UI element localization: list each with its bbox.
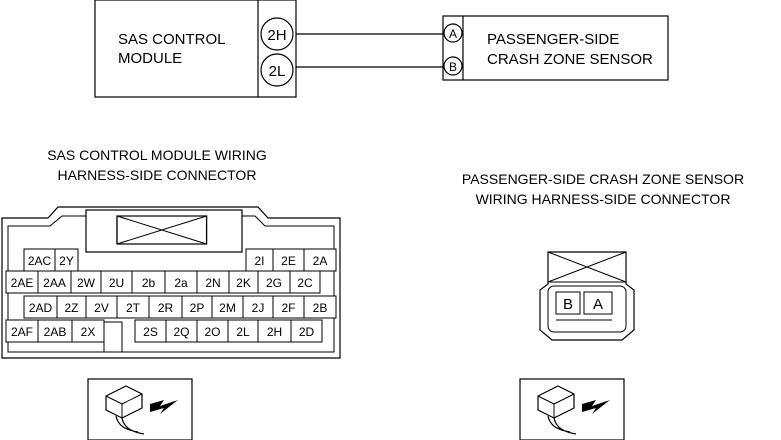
sas-connector-caption-2: HARNESS-SIDE CONNECTOR (58, 167, 257, 183)
connector-view-icon (519, 378, 625, 440)
sas-pin: 2AA (43, 276, 66, 290)
sas-row-1: 2AC 2Y 2I 2E 2A (23, 248, 337, 272)
sas-row-4: 2AF 2AB 2X 2S 2Q 2O 2L 2H 2D (5, 319, 323, 343)
sas-pin: 2R (158, 301, 174, 315)
sensor-connector-caption-2: WIRING HARNESS-SIDE CONNECTOR (476, 191, 731, 207)
sensor-connector-caption-1: PASSENGER-SIDE CRASH ZONE SENSOR (462, 171, 744, 187)
sas-pin: 2X (81, 325, 96, 339)
sas-pin: 2AD (29, 301, 53, 315)
sas-connector-caption-1: SAS CONTROL MODULE WIRING (47, 147, 267, 163)
sas-connector: 2AC 2Y 2I 2E 2A 2AE 2AA 2W 2U 2b 2a 2N (1, 206, 341, 359)
sas-pin: 2M (219, 301, 236, 315)
sas-pin: 2I (254, 254, 264, 268)
sas-pin: 2C (297, 276, 313, 290)
sas-pin: 2Z (64, 301, 78, 315)
sensor-connector: B A (539, 251, 635, 341)
crash-zone-sensor: A B PASSENGER-SIDE CRASH ZONE SENSOR (442, 15, 669, 81)
connector-view-icon (87, 378, 193, 440)
sensor-label-2: CRASH ZONE SENSOR (487, 51, 653, 68)
sas-pin: 2a (174, 276, 188, 290)
sas-pin: 2N (205, 276, 220, 290)
sensor-terminal-b: B (449, 60, 457, 74)
sas-row-3: 2AD 2Z 2V 2T 2R 2P 2M 2J 2F 2B (23, 295, 337, 319)
sas-pin: 2T (126, 301, 141, 315)
sas-pin: 2L (236, 325, 250, 339)
sas-pin: 2V (94, 301, 109, 315)
sas-pin: 2K (236, 276, 251, 290)
sas-pin: 2AE (11, 276, 34, 290)
sas-module-label-1: SAS CONTROL (118, 31, 226, 48)
sensor-pin-b: B (563, 296, 573, 313)
sas-pin: 2F (281, 301, 295, 315)
sas-pin: 2E (281, 254, 296, 268)
sas-pin: 2AC (28, 254, 52, 268)
sas-pin: 2U (109, 276, 124, 290)
sensor-terminal-a: A (449, 27, 457, 41)
sas-pin: 2H (267, 325, 282, 339)
sas-terminal-2h: 2H (267, 27, 286, 44)
sas-pin: 2S (143, 325, 158, 339)
sas-terminal-2l: 2L (269, 63, 286, 80)
sensor-pin-a: A (593, 296, 603, 313)
sas-pin: 2W (77, 276, 96, 290)
wires (296, 33, 443, 68)
sas-pin: 2B (313, 301, 328, 315)
sas-pin: 2J (252, 301, 265, 315)
sas-module-label-2: MODULE (118, 50, 182, 67)
sas-pin: 2AF (11, 325, 33, 339)
sas-pin: 2P (190, 301, 205, 315)
sas-pin: 2A (313, 254, 328, 268)
sas-pin: 2G (266, 276, 282, 290)
sas-pin: 2O (204, 325, 220, 339)
sas-pin: 2AB (44, 325, 67, 339)
sensor-label-1: PASSENGER-SIDE (487, 31, 619, 48)
sas-pin: 2b (142, 276, 156, 290)
sas-row-2: 2AE 2AA 2W 2U 2b 2a 2N 2K 2G 2C (5, 270, 321, 294)
sas-pin: 2Y (59, 254, 74, 268)
sas-pin: 2D (299, 325, 315, 339)
sas-pin: 2Q (173, 325, 189, 339)
sas-control-module: SAS CONTROL MODULE 2H 2L (94, 0, 297, 98)
